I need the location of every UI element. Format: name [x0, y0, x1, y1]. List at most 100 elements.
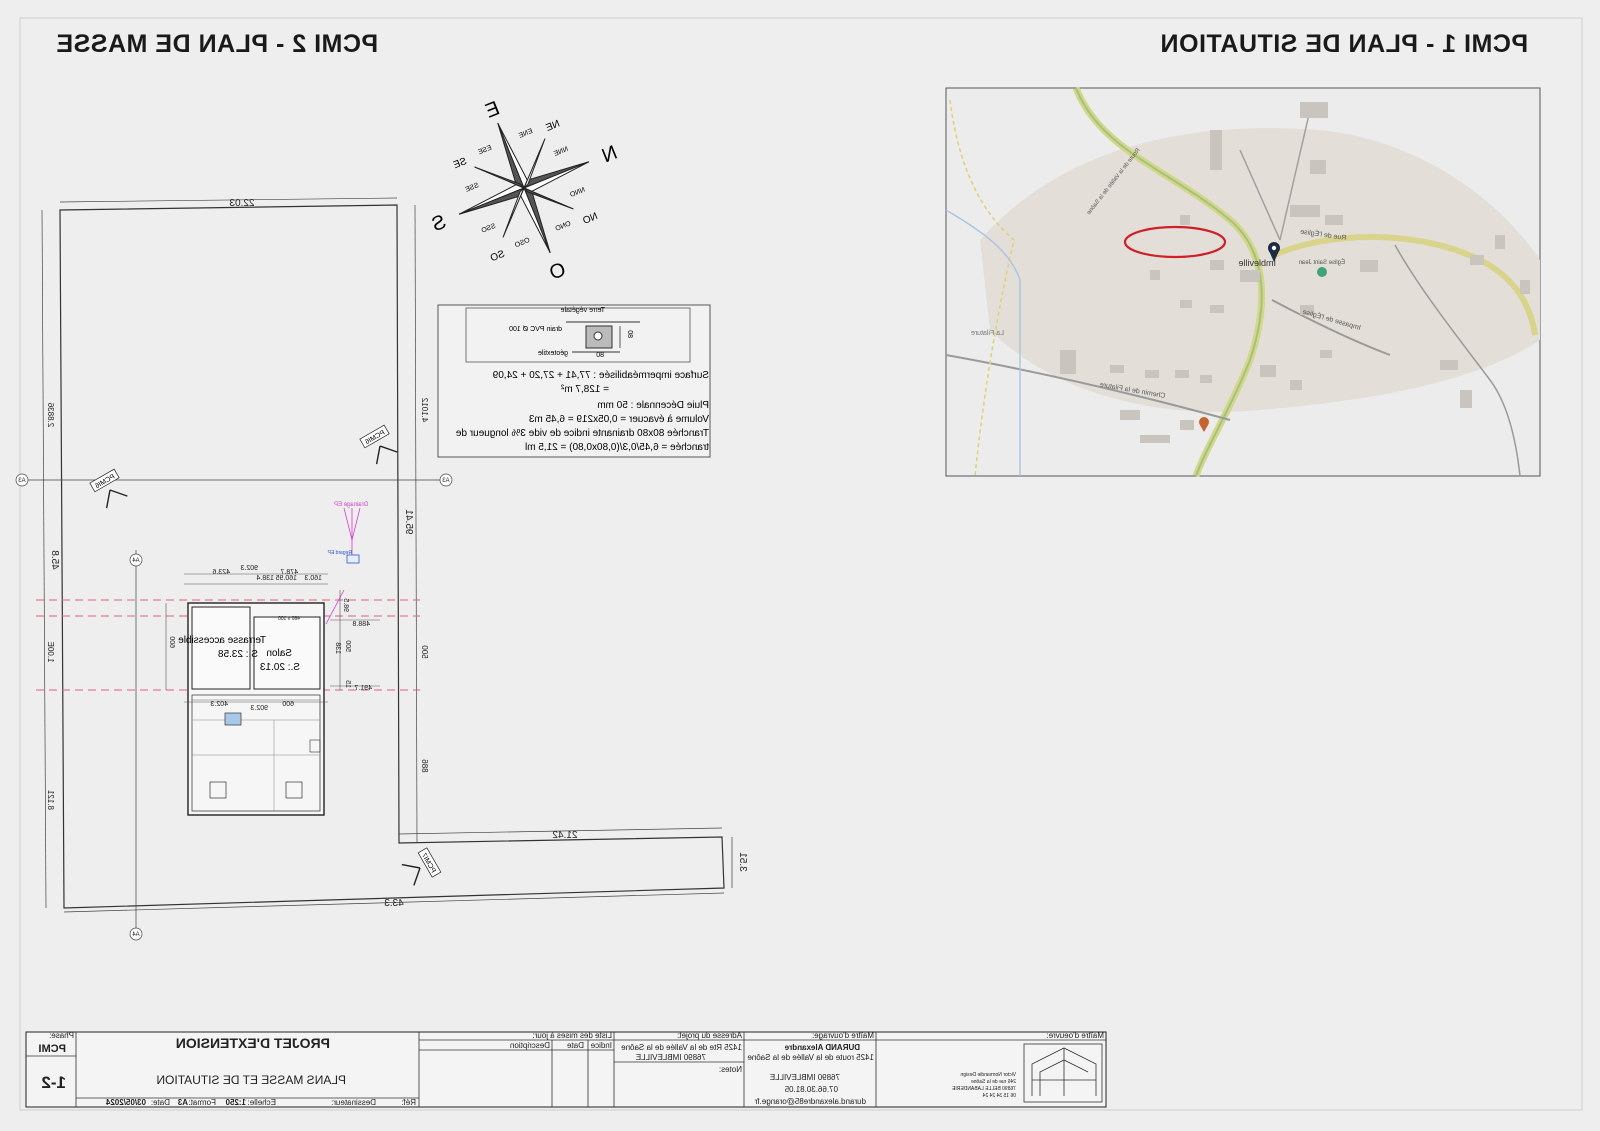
title-block: Phase: PCMI 1-2 PROJET D'EXTENSION PLANS…	[25, 1031, 1107, 1108]
svg-text:600: 600	[168, 636, 175, 648]
food-pin-icon	[1199, 417, 1209, 432]
svg-text:Echelle:: Echelle:	[248, 1098, 276, 1107]
svg-text:Adresse du projet:: Adresse du projet:	[677, 1031, 742, 1040]
svg-text:15: 15	[344, 680, 351, 688]
client-email: durand.alexandre85@orange.fr	[754, 1097, 866, 1106]
skylight	[224, 712, 242, 726]
compass-label-e: N	[599, 142, 621, 168]
svg-text:478.7: 478.7	[280, 569, 298, 576]
grid-bubble-a	[15, 473, 29, 487]
svg-text:ESE: ESE	[477, 144, 493, 156]
svg-text:76890 IMBLEVILLE: 76890 IMBLEVILLE	[770, 1073, 840, 1082]
svg-text:06 15 34 24 24: 06 15 34 24 24	[982, 1093, 1016, 1099]
svg-text:SSO: SSO	[480, 223, 497, 235]
building-footprint: Terrasse accessible S.: 23.58 Salon S.: …	[178, 602, 325, 816]
drain-label-terre: Terre végétale	[561, 307, 605, 314]
drain-line-2: Pluie Décennale : 50 mm	[597, 400, 709, 411]
svg-text:SO: SO	[489, 249, 507, 265]
dim-right-small: 3.51	[737, 852, 748, 872]
svg-text:902.3: 902.3	[240, 565, 258, 572]
place-label: La Filature	[971, 330, 1004, 337]
svg-text:NNO: NNO	[569, 187, 587, 200]
svg-text:Notes:: Notes:	[719, 1065, 742, 1074]
svg-text:Description: Description	[510, 1041, 550, 1050]
svg-text:138.4: 138.4	[256, 575, 274, 582]
room-terrasse: Terrasse accessible	[178, 635, 266, 646]
drain-label-drain: drain PVC Ø 100	[509, 326, 562, 333]
svg-text:A3: A3	[442, 478, 450, 484]
svg-text:Dessinateur:: Dessinateur:	[331, 1098, 376, 1107]
room-terrasse-area: S.: 23.58	[218, 649, 258, 660]
drain-line-1: = 128,7 m²	[560, 384, 609, 395]
dim-right-low: 886	[420, 759, 429, 773]
svg-text:76890 BELLE LABANDERIE: 76890 BELLE LABANDERIE	[951, 1086, 1016, 1092]
svg-text:NNE: NNE	[553, 146, 570, 158]
svg-text:A3: A3	[177, 1098, 188, 1107]
svg-text:902.3: 902.3	[250, 705, 268, 712]
svg-text:Format:: Format:	[188, 1098, 216, 1107]
map-buildings	[1060, 102, 1530, 443]
svg-text:ONO: ONO	[554, 220, 572, 233]
svg-text:A4: A4	[132, 932, 140, 938]
parcel-outline	[59, 204, 725, 909]
svg-text:138: 138	[334, 642, 341, 654]
svg-text:Victor Normandie Design: Victor Normandie Design	[960, 1072, 1016, 1078]
church-label: Église Saint Jean	[1299, 259, 1345, 266]
svg-text:NE: NE	[544, 118, 561, 134]
room-salon: Salon	[266, 648, 292, 659]
sheet-subtitle: PLANS MASSE ET DE SITUATION	[156, 1073, 346, 1087]
svg-text:NO: NO	[581, 211, 599, 227]
drain-line-0: Surface imperméabilisée : 77,41 + 27,20 …	[492, 370, 709, 381]
drain-dim-width: 80	[596, 352, 604, 359]
svg-text:98.5: 98.5	[342, 598, 349, 612]
drain-line-4: Tranchée 80x80 drainante indice de vide …	[455, 428, 709, 439]
compass-label-s: O	[546, 258, 569, 284]
svg-text:Date:: Date:	[151, 1098, 170, 1107]
compass-label-o: S	[429, 211, 450, 236]
svg-text:1425 route de la Vallée de la: 1425 route de la Vallée de la Saône	[747, 1053, 874, 1062]
dim-bottom: 43.3	[384, 898, 404, 909]
svg-text:SE: SE	[452, 156, 469, 171]
grid-bubble-d	[129, 927, 143, 941]
room-salon-area: S.: 20.13	[260, 662, 300, 673]
dim-left-bottom: 8.121	[46, 789, 55, 810]
svg-text:Liste des mises à jour:: Liste des mises à jour:	[532, 1031, 612, 1040]
svg-text:07.66.30.81.05: 07.66.30.81.05	[784, 1085, 838, 1094]
section-marker-c: PCMI7	[401, 847, 442, 886]
svg-text:160.95: 160.95	[275, 575, 297, 582]
dim-mid-right: 95.41	[403, 509, 414, 534]
regard-label: Regard EP	[327, 550, 352, 556]
svg-text:Indice: Indice	[590, 1041, 612, 1050]
svg-text:SSE: SSE	[464, 182, 480, 194]
drainage-note: Terre végétale drain PVC Ø 100 géotextil…	[437, 304, 711, 458]
svg-text:A4: A4	[132, 558, 140, 564]
compass-label-n: E	[482, 97, 503, 122]
regard-ep-box	[346, 554, 360, 564]
situation-map[interactable]: Imbleville Église Saint Jean Rue de l'Ég…	[945, 86, 1541, 478]
svg-text:491.7: 491.7	[354, 685, 372, 692]
svg-text:A3: A3	[18, 478, 26, 484]
sheet-number: 1-2	[41, 1073, 66, 1092]
compass-rose: E O N S NE SE NO SO ENE ESE NNE SSE NNO …	[429, 97, 621, 284]
svg-text:423.6: 423.6	[212, 569, 230, 576]
svg-text:Réf:: Réf:	[401, 1098, 416, 1107]
svg-text:Phase:: Phase:	[49, 1031, 74, 1040]
svg-text:03/05/2024: 03/05/2024	[105, 1098, 146, 1107]
section-marker-a: PCMI6	[359, 424, 398, 465]
drain-line-5: tranchée = 6,45/0,3/(0,80x0,80) = 21,5 m…	[525, 442, 709, 453]
drainage-annotation: Drainage EP Regard EP	[325, 502, 368, 625]
grid-bubble-c	[129, 553, 143, 567]
site-plan[interactable]: 22.03 2.8836 45.8 1.00E 8.121 4.1012 95.…	[15, 197, 748, 941]
section-marker-b: PCMI6	[89, 468, 128, 509]
svg-text:160.3: 160.3	[304, 575, 322, 582]
drain-line-3: Volume à évacuer = 0,05x219 = 6,45 m3	[528, 414, 709, 425]
church-pin-icon	[1317, 267, 1327, 277]
sheet-border	[19, 17, 1583, 1111]
drain-dim-height: 80	[626, 330, 633, 338]
drainage-label: Drainage EP	[334, 502, 368, 508]
svg-text:500: 500	[344, 640, 351, 652]
svg-text:Maître d'ouvrage:: Maître d'ouvrage:	[812, 1031, 874, 1040]
project-address-1: 1425 Rte de la Vallée de la Saône	[621, 1043, 742, 1052]
svg-text:ENE: ENE	[518, 128, 534, 140]
